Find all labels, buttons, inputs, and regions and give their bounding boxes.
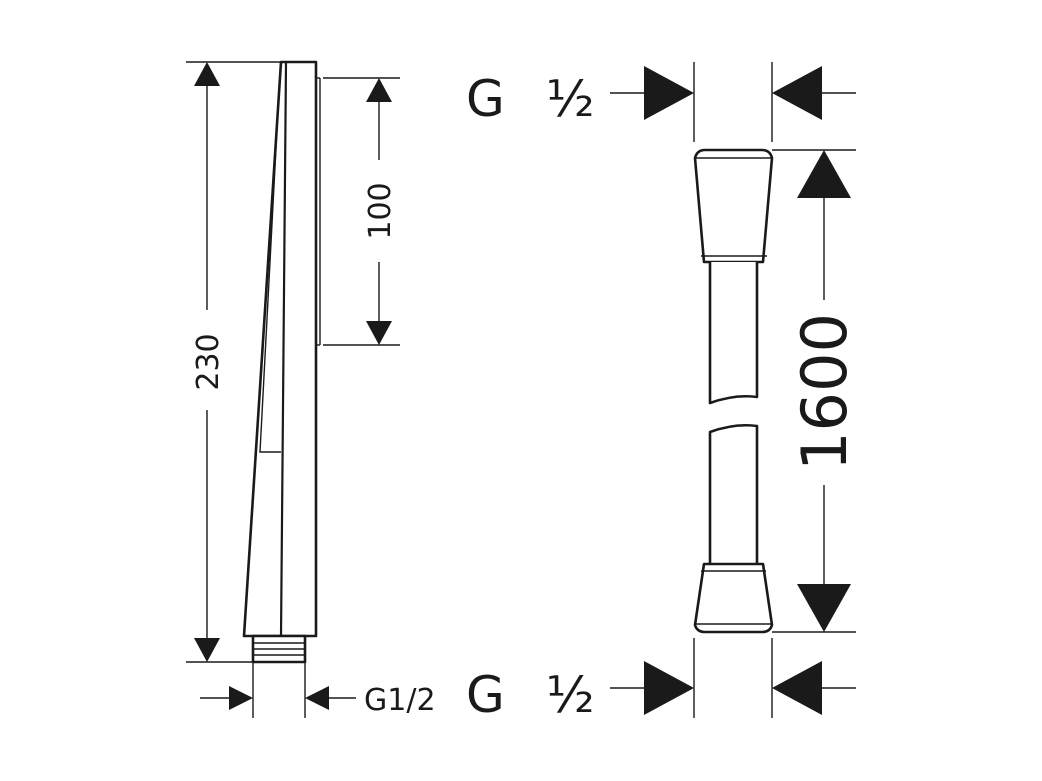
- arrow-right: [644, 661, 694, 715]
- arrow-right: [229, 686, 253, 710]
- arrow-left: [772, 66, 822, 120]
- shower-facet-line: [279, 61, 288, 637]
- hose-tube-lower: [708, 423, 759, 564]
- dimension-thread-shower: G1/2: [200, 662, 436, 718]
- dimension-label-100: 100: [363, 182, 398, 239]
- shower-facet-inner: [259, 109, 281, 453]
- arrow-up: [797, 150, 851, 198]
- thread-letter-bottom: G: [466, 666, 505, 724]
- thread-size-bottom: ½: [546, 666, 594, 724]
- dimension-label-230: 230: [191, 333, 226, 390]
- shower-body: [242, 60, 318, 638]
- dimension-thread-hose-bottom: G ½: [466, 638, 856, 724]
- dimension-100: 100: [323, 77, 400, 346]
- hose-tube-upper: [708, 262, 759, 405]
- thread-label-shower: G1/2: [364, 683, 436, 718]
- dimension-230: 230: [186, 61, 281, 663]
- arrow-up: [194, 62, 220, 86]
- hose-top-nut: [693, 148, 774, 264]
- thread-size-top: ½: [546, 70, 594, 128]
- dimension-1600: 1600: [772, 149, 861, 633]
- dimension-label-1600: 1600: [788, 313, 861, 471]
- hand-shower-drawing: [242, 60, 321, 664]
- hose-drawing: [693, 148, 774, 634]
- thread-letter-top: G: [466, 70, 505, 128]
- arrow-down: [797, 584, 851, 632]
- arrow-down: [366, 321, 392, 345]
- arrow-left: [305, 686, 329, 710]
- hose-bottom-nut: [693, 562, 774, 634]
- arrow-down: [194, 638, 220, 662]
- arrow-right: [644, 66, 694, 120]
- arrow-up: [366, 78, 392, 102]
- dimension-thread-hose-top: G ½: [466, 62, 856, 142]
- arrow-left: [772, 661, 822, 715]
